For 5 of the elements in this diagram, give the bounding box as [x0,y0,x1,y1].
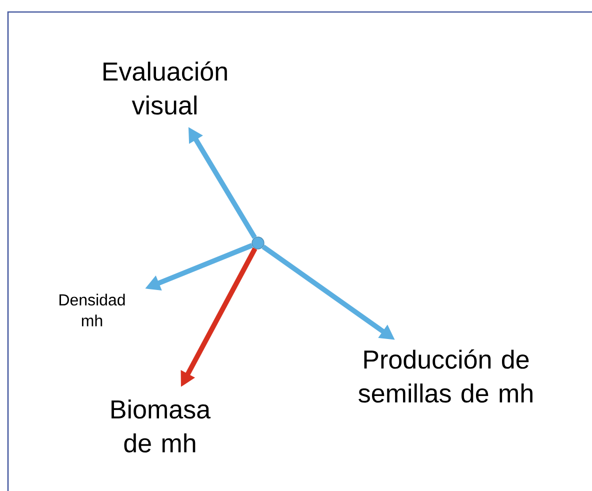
junction-dot [252,236,264,250]
node-label: Biomasa de mh [112,400,211,452]
node-label: Evaluación visual [104,61,227,115]
node-label: Producción de semillas de mh [358,349,532,403]
node-label: Densidad mh [60,294,125,326]
